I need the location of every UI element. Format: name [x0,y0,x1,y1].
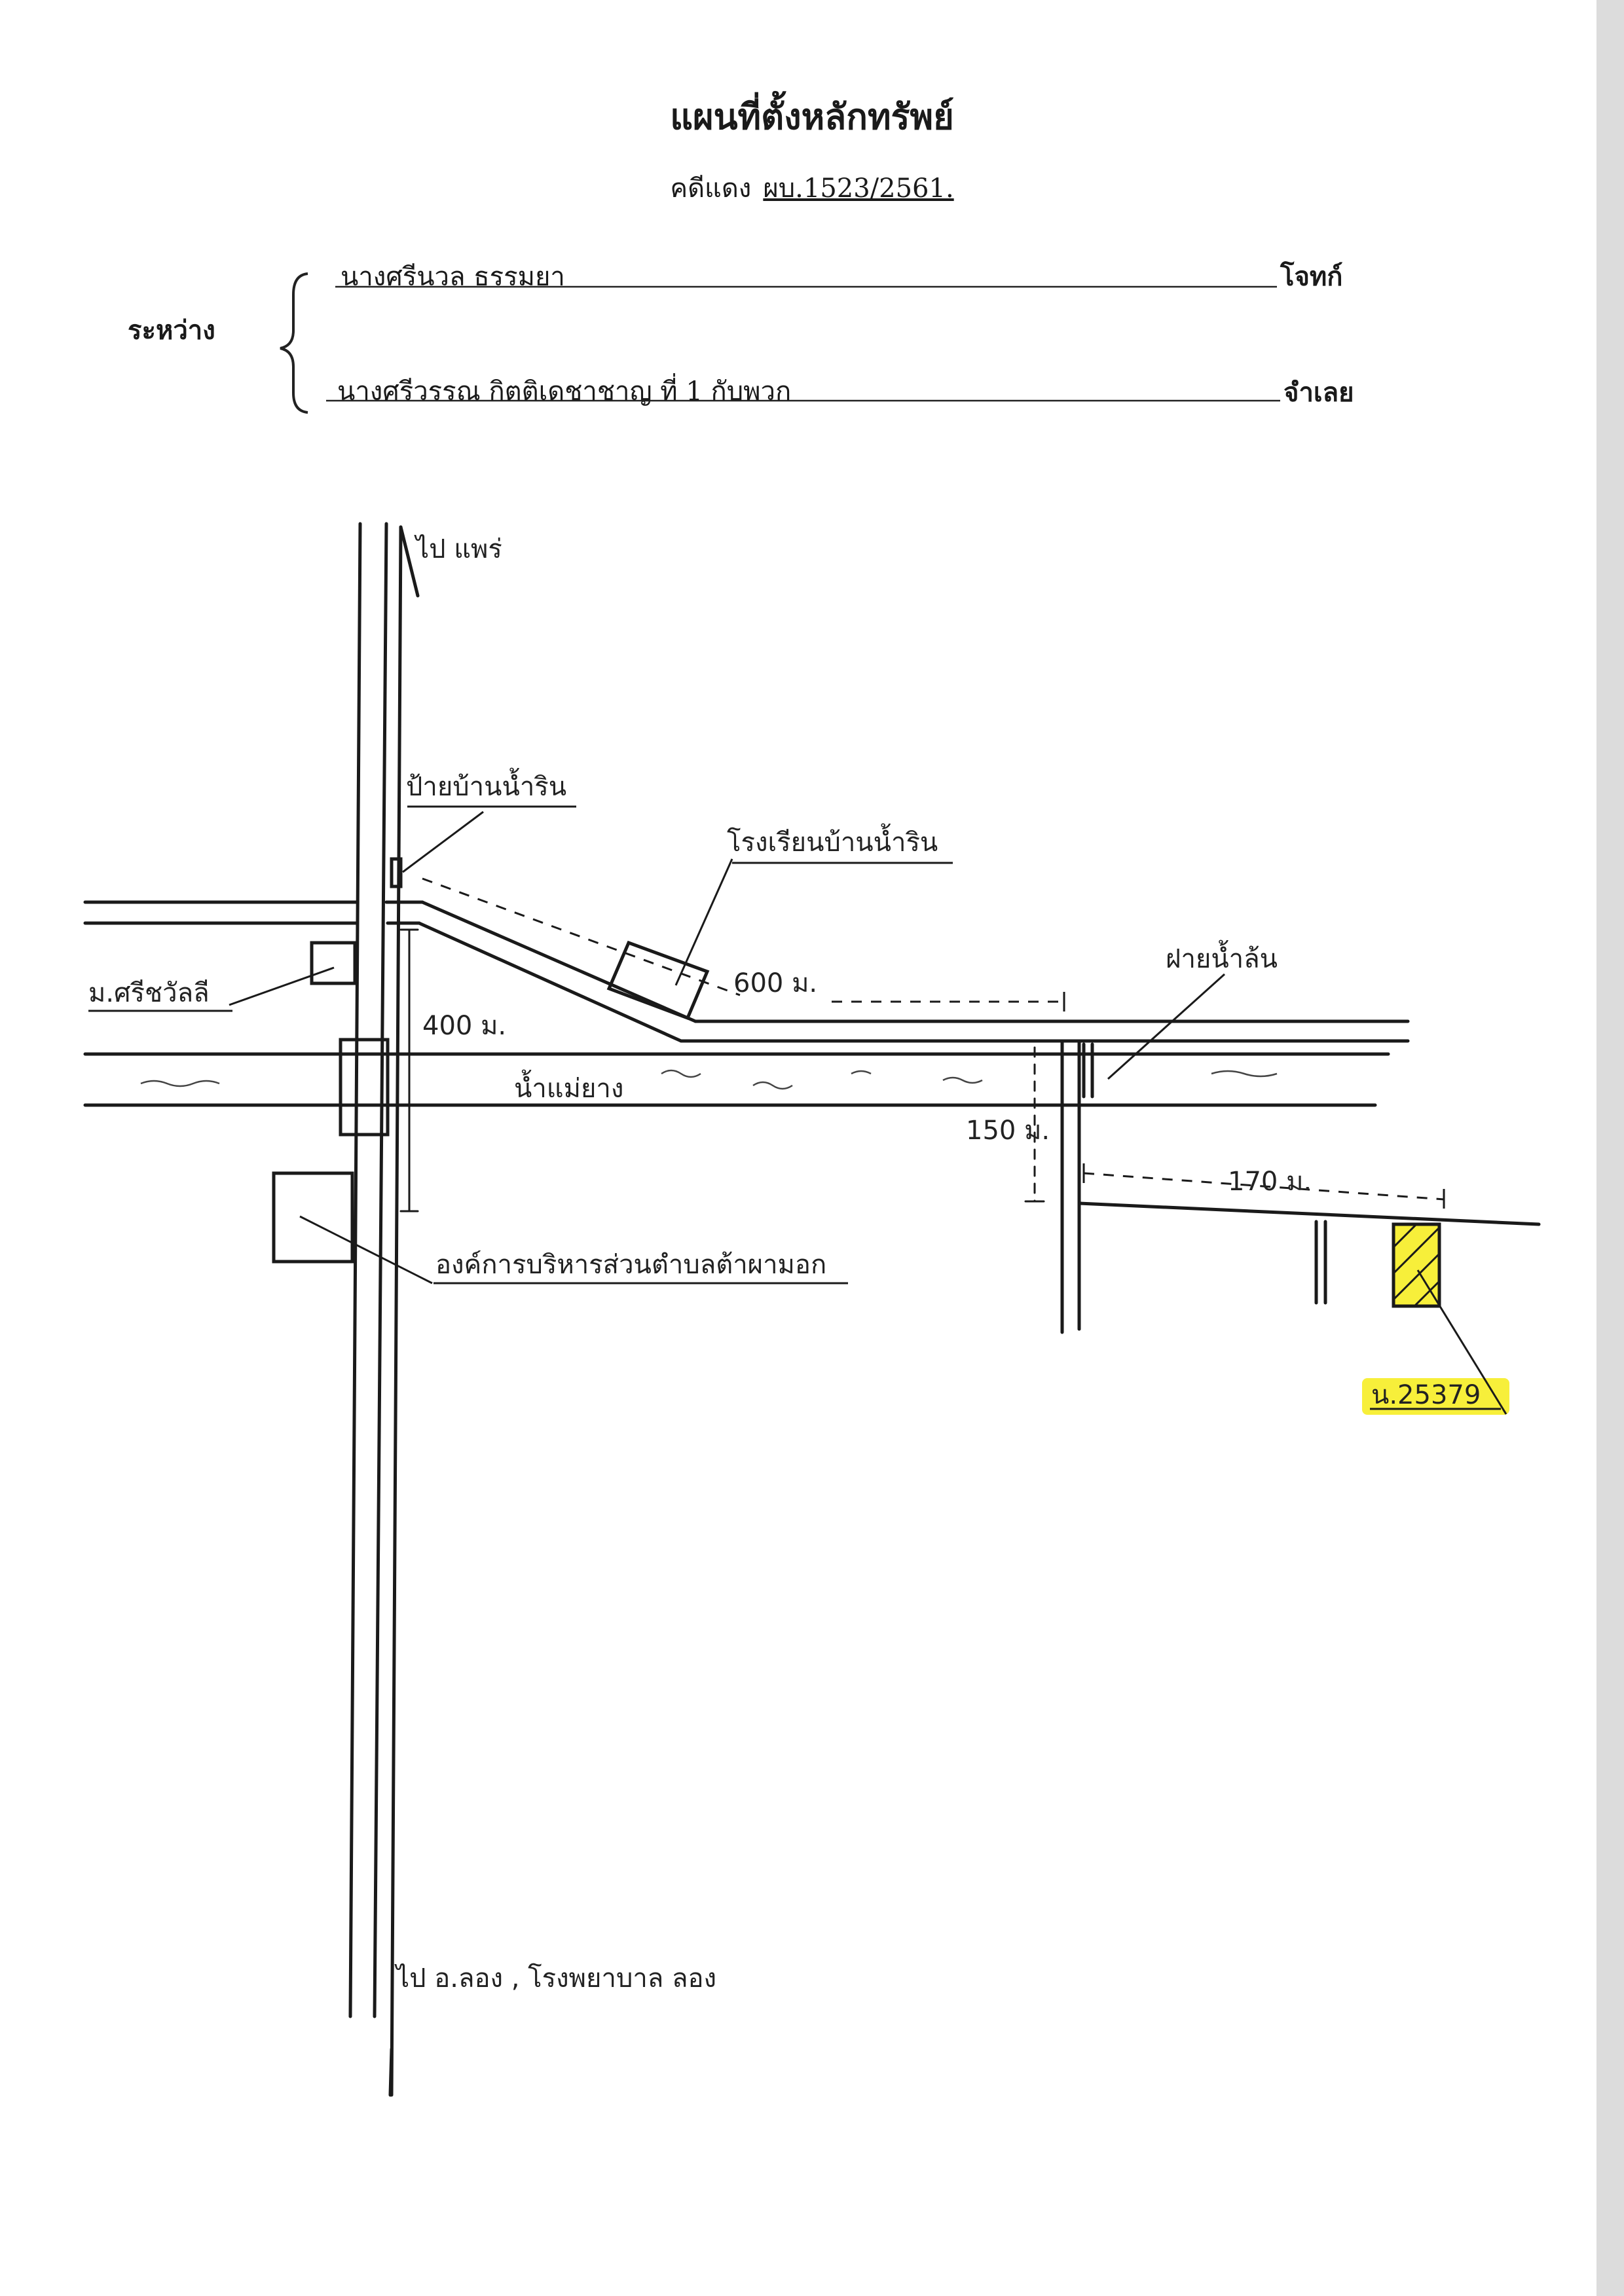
plaintiff-role: โจทก์ [1280,261,1343,292]
label-to-south: ไป อ.ลอง , โรงพยาบาล ลอง [394,1963,716,1994]
case-number: ผบ.1523/2561. [763,173,954,204]
river-ripple-1 [140,1080,220,1087]
leader-weir [1107,973,1226,1080]
label-temple: ม.ศรีชวัลลี [88,978,210,1008]
village-sign-post [390,857,403,888]
leader-plot [1416,1269,1507,1415]
label-dist-150: 150 ม. [966,1116,1050,1146]
label-river: น้ำแม่ยาง [514,1069,623,1104]
south-arrow-tip [388,2047,394,2097]
dim-600-dash-diagonal [422,877,741,996]
school-road-bottom-diagonal [417,921,683,1043]
label-weir: ฝายน้ำล้น [1166,939,1278,974]
label-village-sign: ป้ายบ้านน้ำริน [406,767,566,802]
north-arrow-line [390,525,403,2097]
label-dist-600: 600 ม. [733,968,817,998]
defendant-role: จำเลย [1283,377,1354,408]
leader-tao [299,1215,433,1285]
river-ripple-5 [942,1076,983,1084]
plot-road-top [1077,1201,1541,1226]
document-title: แผนที่ตั้งหลักทรัพย์ [670,96,954,137]
case-number-line: คดีแดง ผบ.1523/2561. [0,167,1624,209]
label-dist-170: 170 ม. [1228,1167,1312,1197]
label-plot: น.25379 [1371,1380,1481,1410]
label-to-north: ไป แพร่ [414,534,502,564]
label-tao-office: องค์การบริหารส่วนตำบลต้าผามอก [435,1250,826,1280]
temple-box [310,941,357,985]
party-brace [280,272,308,414]
dim-170-dash [1083,1172,1445,1201]
tao-office-box [272,1171,354,1264]
plot-hatch [1392,1223,1441,1307]
river-ripple-4 [851,1070,872,1075]
between-label: ระหว่าง [128,315,215,346]
river-ripple-2 [661,1069,701,1078]
river-ripple-6 [1211,1070,1278,1078]
defendant-name: นางศรีวรรณ กิตติเดชาชาญ ที่ 1 กับพวก [337,376,792,407]
scan-edge [1596,0,1624,2296]
label-school: โรงเรียนบ้านน้ำริน [727,823,938,858]
leader-temple [229,966,335,1006]
main-road-west-edge [348,522,362,2018]
school-road-top-diagonal [420,900,697,1023]
river-ripple-3 [752,1081,793,1090]
label-dist-400: 400 ม. [422,1011,506,1041]
main-road-east-edge [373,522,388,2018]
plot-label-highlight [1362,1378,1509,1415]
bridge-box [339,1038,390,1137]
leader-village-sign [402,811,484,873]
leader-school [674,858,733,986]
north-arrow-barb [399,525,420,598]
case-label: คดีแดง [670,173,752,204]
school-building [606,940,710,1021]
